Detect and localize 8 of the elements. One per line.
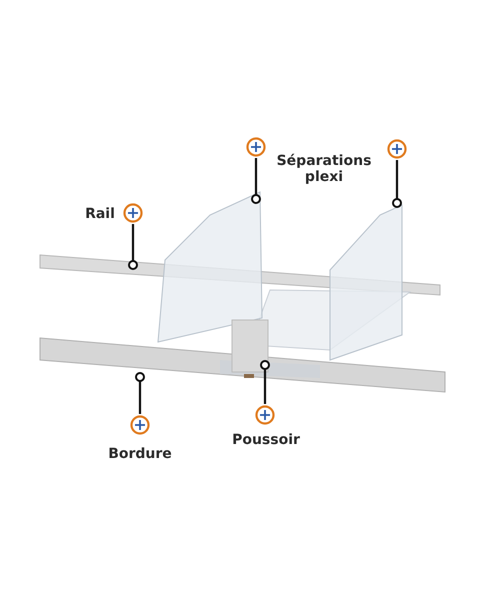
callout-label: Rail	[84, 206, 116, 222]
callout-label: Séparations plexi	[276, 153, 372, 185]
leader-line	[260, 360, 270, 404]
leader-line	[128, 224, 138, 270]
leader-line	[251, 158, 261, 204]
leader-line	[135, 372, 145, 414]
callout-label: Poussoir	[231, 432, 301, 448]
callout-label: Bordure	[107, 446, 173, 462]
